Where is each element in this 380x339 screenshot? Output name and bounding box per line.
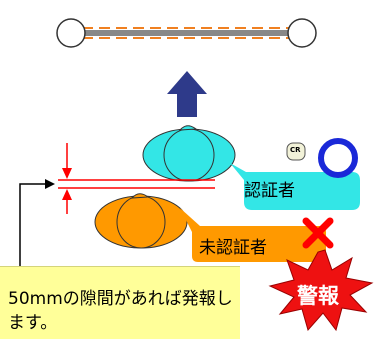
ng-cross-icon — [302, 217, 334, 249]
unauthorized-label: 未認証者 — [199, 238, 267, 258]
alarm-label: 警報 — [297, 284, 339, 308]
card-reader-icon — [286, 142, 306, 161]
unauthorized-callout — [180, 208, 326, 262]
card-reader-label: CR — [290, 146, 301, 154]
unauthorized-person — [94, 193, 188, 249]
note-pointer — [19, 179, 55, 268]
authorized-label: 認証者 — [244, 181, 295, 201]
authorized-person — [142, 125, 236, 182]
ok-circle-icon — [318, 138, 358, 178]
gap-indicator — [58, 143, 215, 214]
gate-icon — [56, 18, 317, 48]
note-box: 50mmの隙間があれば発報します。 — [0, 266, 240, 339]
note-text: 50mmの隙間があれば発報します。 — [8, 289, 233, 333]
alarm-burst-icon — [268, 249, 374, 332]
up-arrow-icon — [167, 71, 207, 117]
